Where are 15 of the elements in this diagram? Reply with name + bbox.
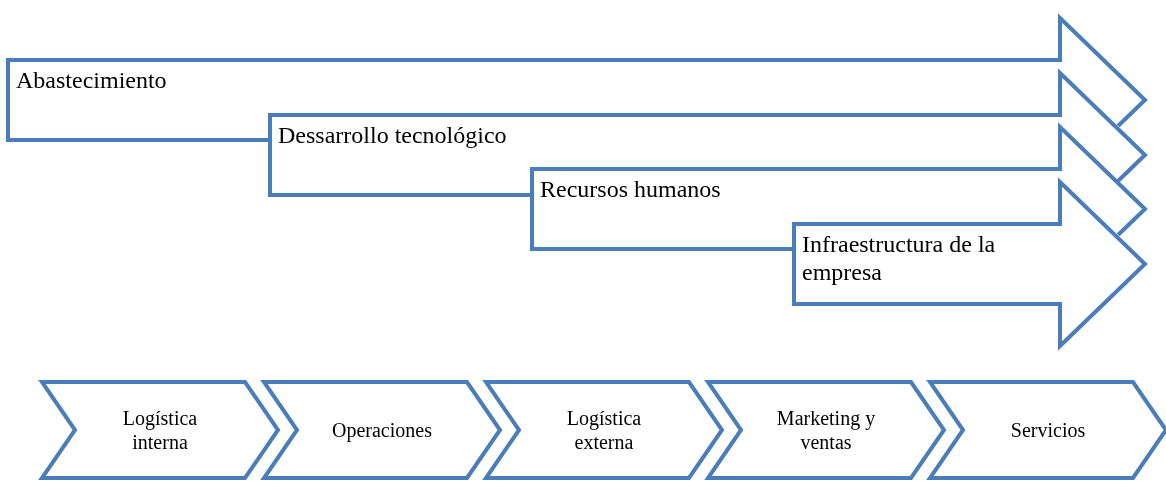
chevron-shape — [262, 380, 502, 480]
arrow-label: Recursos humanos — [540, 175, 721, 204]
arrow-label: Abastecimiento — [16, 66, 167, 95]
arrow-label: Dessarrollo tecnológico — [278, 120, 507, 150]
chevron-shape — [706, 380, 946, 480]
chevron-label: Marketing y ventas — [775, 406, 877, 455]
chevron-shape — [484, 380, 724, 480]
chevron-label: Operaciones — [331, 418, 433, 444]
chevron-label: Logística interna — [121, 406, 199, 455]
arrow-label: Infraestructura de la empresa — [802, 229, 997, 288]
chevron-shape — [40, 380, 280, 480]
pointed-banner — [792, 179, 1146, 348]
chevron-shape — [928, 380, 1166, 480]
chevron-label: Servicios — [1009, 418, 1087, 443]
chevron-label: Logística externa — [565, 406, 643, 455]
